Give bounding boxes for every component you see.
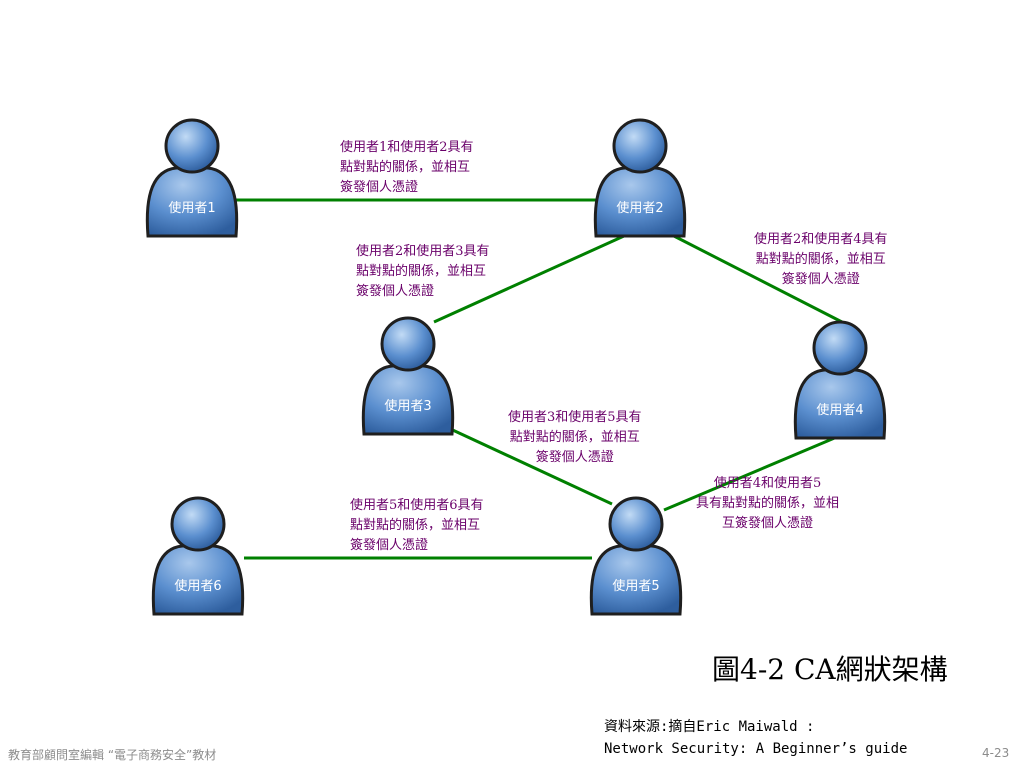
person-head bbox=[612, 118, 668, 174]
note-line: 點對點的關係，並相互 bbox=[350, 518, 481, 533]
link-u2-u4 bbox=[669, 232, 843, 324]
user-node-u5[interactable]: 使用者5 bbox=[589, 496, 683, 616]
note-line: 使用者5和使用者6具有 bbox=[350, 498, 484, 513]
person-head bbox=[164, 118, 220, 174]
note-line: 互簽發個人憑證 bbox=[722, 516, 814, 531]
note-u2-u3: 使用者2和使用者3具有 點對點的關係，並相互 簽發個人憑證 bbox=[356, 242, 490, 302]
link-u2-u3 bbox=[433, 234, 625, 324]
user-label: 使用者1 bbox=[168, 200, 215, 216]
peer-links bbox=[236, 198, 845, 560]
user-label: 使用者3 bbox=[384, 398, 431, 414]
user-node-u2[interactable]: 使用者2 bbox=[593, 118, 687, 238]
person-head bbox=[170, 496, 226, 552]
link-u3-u5 bbox=[443, 424, 613, 506]
note-line: 點對點的關係，並相互 bbox=[356, 264, 487, 279]
footer-credit: 教育部顧問室編輯 “電子商務安全”教材 bbox=[8, 748, 217, 762]
note-line: 簽發個人憑證 bbox=[535, 450, 614, 465]
user-label: 使用者5 bbox=[612, 578, 659, 594]
user-node-u3[interactable]: 使用者3 bbox=[361, 316, 455, 436]
note-line: 簽發個人憑證 bbox=[781, 272, 860, 287]
note-line: 簽發個人憑證 bbox=[356, 284, 435, 299]
note-line: 使用者3和使用者5具有 bbox=[508, 410, 642, 425]
person-head bbox=[608, 496, 664, 552]
page-number: 4-23 bbox=[982, 746, 1010, 760]
link-u4-u5 bbox=[663, 432, 845, 512]
note-u5-u6: 使用者5和使用者6具有 點對點的關係，並相互 簽發個人憑證 bbox=[350, 496, 484, 556]
user-label: 使用者6 bbox=[174, 578, 221, 594]
note-line: 使用者2和使用者4具有 bbox=[754, 232, 888, 247]
note-u1-u2: 使用者1和使用者2具有 點對點的關係，並相互 簽發個人憑證 bbox=[340, 138, 474, 198]
note-line: 簽發個人憑證 bbox=[350, 538, 429, 553]
note-line: 具有點對點的關係，並相 bbox=[696, 496, 840, 511]
source-line-2: Network Security: A Beginner’s guide bbox=[604, 741, 908, 757]
user-label: 使用者4 bbox=[816, 402, 863, 418]
figure-title: 圖4-2 CA網狀架構 bbox=[712, 653, 948, 686]
user-node-u6[interactable]: 使用者6 bbox=[151, 496, 245, 616]
note-line: 簽發個人憑證 bbox=[340, 180, 419, 195]
note-u4-u5: 使用者4和使用者5 具有點對點的關係，並相 互簽發個人憑證 bbox=[696, 474, 839, 534]
source-line-1: 資料來源:摘自Eric Maiwald : bbox=[604, 719, 815, 735]
note-line: 使用者1和使用者2具有 bbox=[340, 140, 474, 155]
source-citation: 資料來源:摘自Eric Maiwald : Network Security: … bbox=[604, 716, 907, 760]
user-node-u4[interactable]: 使用者4 bbox=[793, 320, 887, 440]
user-node-u1[interactable]: 使用者1 bbox=[145, 118, 239, 238]
note-u2-u4: 使用者2和使用者4具有 點對點的關係，並相互 簽發個人憑證 bbox=[754, 230, 888, 290]
note-line: 使用者2和使用者3具有 bbox=[356, 244, 490, 259]
person-head bbox=[380, 316, 436, 372]
note-line: 使用者4和使用者5 bbox=[713, 476, 822, 491]
person-head bbox=[812, 320, 868, 376]
note-line: 點對點的關係，並相互 bbox=[755, 252, 886, 267]
user-label: 使用者2 bbox=[616, 200, 663, 216]
note-u3-u5: 使用者3和使用者5具有 點對點的關係，並相互 簽發個人憑證 bbox=[508, 408, 642, 468]
note-line: 點對點的關係，並相互 bbox=[509, 430, 640, 445]
note-line: 點對點的關係，並相互 bbox=[340, 160, 471, 175]
